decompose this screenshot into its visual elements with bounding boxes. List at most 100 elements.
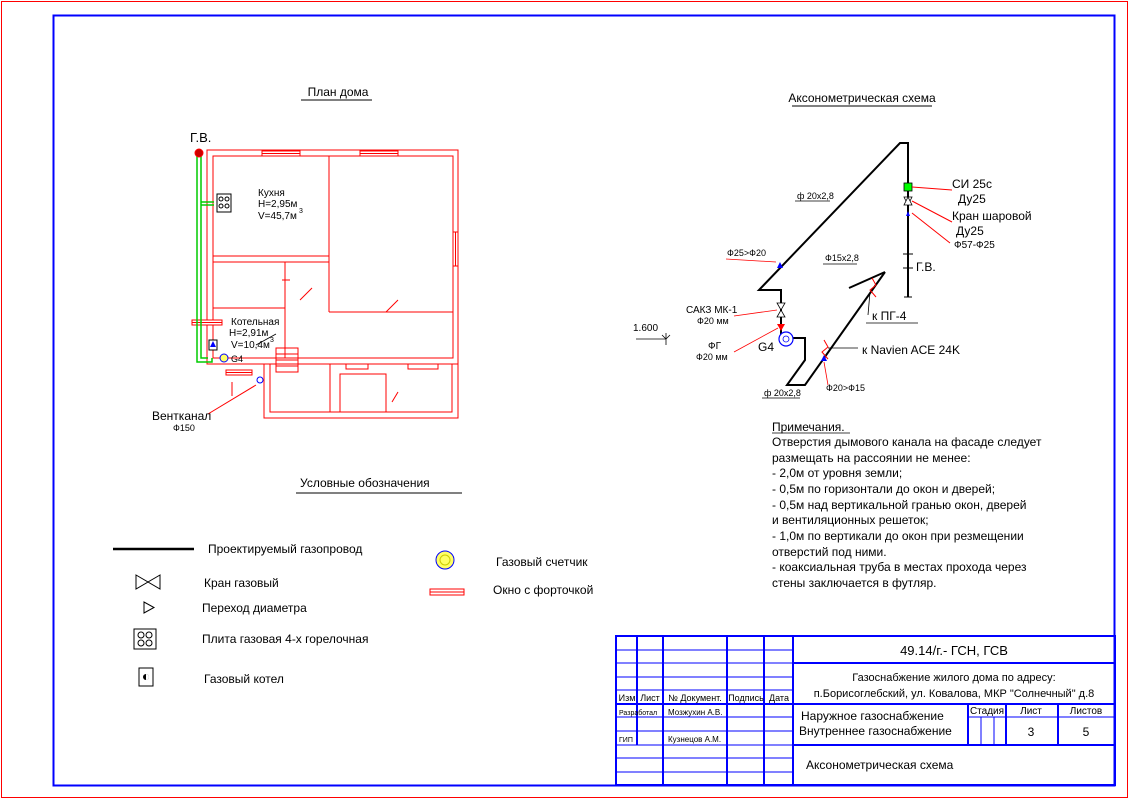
sakz-valve-icon [776, 302, 786, 318]
reducer-25-20-leader [725, 258, 777, 263]
kitchen-stove-icon [216, 193, 232, 213]
elevation-label: 1.600 [633, 323, 658, 334]
title-block: 49.14/г.- ГСН, ГСВ Газоснабжение жилого … [615, 635, 1116, 786]
sakz-leader [733, 309, 778, 317]
boiler-room-volume: V=10,4м [231, 340, 270, 351]
kitchen-height: H=2,95м [258, 199, 298, 210]
plan-walls [206, 149, 459, 419]
si-dn-label: Ду25 [958, 192, 986, 206]
house-plan: План дома [152, 85, 459, 433]
legend-meter-label: Газовый счетчик [496, 555, 588, 569]
name-gip: Кузнецов А.М. [668, 735, 721, 744]
si-label: СИ 25с [952, 177, 992, 191]
legend-window-icon [429, 588, 465, 596]
project-code: 49.14/г.- ГСН, ГСВ [900, 643, 1008, 658]
sheets-total: 5 [1083, 725, 1090, 739]
gas-inlet-marker [194, 148, 204, 158]
axon-meter-icon [778, 331, 794, 347]
notes-line: размещать на рассоянии не менее: [772, 451, 971, 465]
legend-title: Условные обозначения [300, 476, 430, 490]
drawing-title: Аксонометрическая схема [806, 758, 954, 772]
col-doc: № Документ. [668, 693, 722, 703]
drawing-frame [52, 14, 1116, 787]
legend-transition-label: Переход диаметра [202, 601, 307, 615]
legend-valve-label: Кран газовый [204, 576, 279, 590]
sakz-size-label: Ф20 мм [697, 316, 729, 326]
pg4-leader [867, 291, 871, 316]
boiler-connector [821, 339, 829, 360]
col-izm: Изм [619, 693, 636, 703]
stage-header: Стадия [970, 706, 1004, 717]
kitchen-name: Кухня [258, 188, 285, 199]
boiler-room-height: H=2,91м [229, 328, 269, 339]
pipe-bottom-label: ф 20х2,8 [764, 388, 801, 398]
plan-meter-label: G4 [231, 354, 243, 364]
name-developer: Мозжухин А.В. [668, 708, 722, 717]
kitchen-volume: V=45,7м [258, 211, 297, 222]
notes-line: - 0,5м по горизонтали до окон и дверей; [772, 482, 995, 496]
axon-pipes [756, 142, 909, 386]
legend: Условные обозначения Проектируемый газоп… [113, 476, 593, 687]
riser-fittings [903, 182, 913, 298]
notes-line: - 0,5м над вертикальной гранью окон, две… [772, 498, 1026, 512]
legend-window-label: Окно с форточкой [493, 583, 593, 597]
title-block-thin-grid [616, 649, 1115, 773]
axon-meter-label: G4 [758, 340, 774, 354]
vent-size: Ф150 [173, 423, 195, 433]
boiler-room-volume-sup: 3 [270, 337, 274, 344]
legend-boiler-label: Газовый котел [204, 672, 284, 686]
pipe-top-label: ф 20х2,8 [797, 191, 834, 201]
to-pg4-label: к ПГ-4 [872, 309, 907, 323]
kitchen-volume-sup: 3 [299, 208, 303, 215]
legend-boiler-icon [138, 667, 154, 687]
vent-label: Вентканал [152, 409, 211, 423]
legend-stove-icon [133, 628, 157, 650]
role-gip: ГИП [619, 737, 633, 744]
notes-line: Отверстия дымового канала на фасаде след… [772, 435, 1042, 449]
sheet-header: Лист [1020, 706, 1042, 717]
ball-valve-label: Кран шаровой [952, 209, 1032, 223]
reducer-20-15-leader [823, 361, 829, 386]
legend-transition-icon [143, 601, 156, 614]
col-date: Дата [769, 693, 789, 703]
plan-gas-pipe [196, 153, 214, 363]
fg-size-label: Ф20 мм [696, 352, 728, 362]
axon-title: Аксонометрическая схема [788, 91, 936, 105]
riser-leaders [911, 186, 953, 244]
title-block-grid [615, 635, 1116, 786]
ball-valve-dn-label: Ду25 [956, 224, 984, 238]
elevation-mark [636, 333, 671, 345]
sakz-label: САКЗ МК-1 [686, 305, 738, 316]
plan-title: План дома [308, 85, 369, 99]
reducer-25-20-icon [777, 262, 783, 268]
col-sign: Подпись [728, 693, 764, 703]
notes-line: отверстий под ними. [772, 545, 887, 559]
legend-stove-label: Плита газовая 4-х горелочная [202, 632, 368, 646]
notes-line: стены заключается в футляр. [772, 576, 937, 590]
notes-line: и вентиляционных решеток; [772, 513, 929, 527]
sheet-number: 3 [1028, 725, 1035, 739]
notes-line: - 2,0м от уровня земли; [772, 466, 902, 480]
gv-label: Г.В. [916, 260, 936, 274]
object-line-1: Газоснабжение жилого дома по адресу: [852, 672, 1055, 684]
notes-line: - 1,0м по вертикали до окон при резмещен… [772, 529, 1024, 543]
boiler-room-leader [255, 333, 277, 346]
pipe-mid-label: Ф15х2,8 [825, 253, 859, 263]
notes: Примечания. Отверстия дымового канала на… [772, 420, 1042, 590]
legend-pipeline-label: Проектируемый газопровод [208, 542, 362, 556]
notes-line: - коаксиальная труба в местах прохода че… [772, 560, 1027, 574]
notes-title: Примечания. [772, 420, 845, 434]
legend-meter-icon [435, 550, 455, 570]
section-line-1: Наружное газоснабжение [801, 709, 944, 723]
reducer-57-25-label: Ф57-Ф25 [954, 240, 995, 251]
pg4-connector [869, 277, 877, 298]
gas-filter-icon [777, 324, 785, 331]
reducer-20-15-label: Ф20>Ф15 [826, 383, 865, 393]
vent-leader [207, 384, 257, 415]
col-list: Лист [640, 693, 660, 703]
plan-gv-label: Г.В. [190, 130, 211, 145]
to-boiler-label: к Navien ACE 24K [862, 343, 960, 357]
boiler-room-name: Котельная [231, 317, 279, 328]
